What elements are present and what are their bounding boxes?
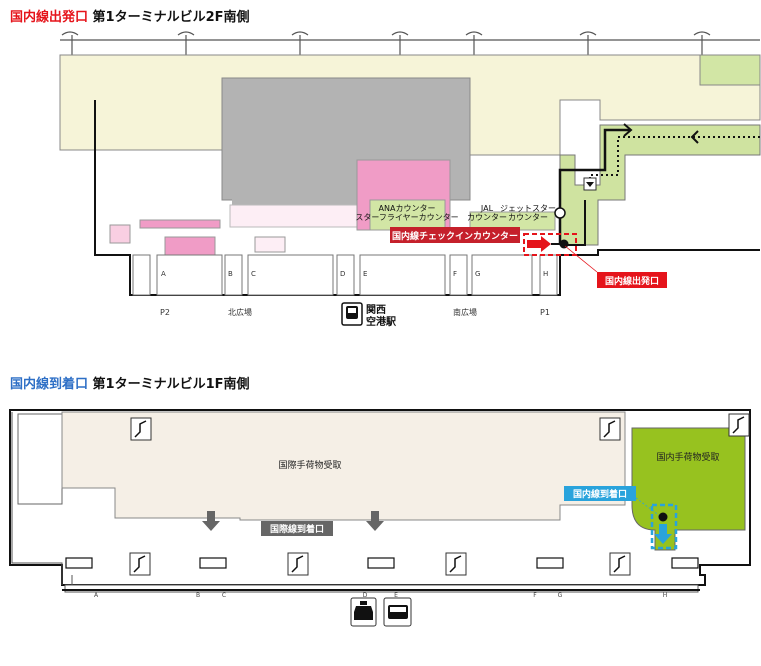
- intl-baggage-area: [61, 411, 626, 521]
- dom-arrival-highlight: [650, 503, 678, 550]
- jal-counter-sub: カウンター: [467, 213, 507, 222]
- intl-arrival-label: 国際線到着口: [270, 523, 324, 535]
- building-outline: [94, 100, 760, 296]
- door-label-e: E: [363, 270, 367, 278]
- station-label-1: 関西: [366, 304, 386, 316]
- place-south-plaza: 南広場: [453, 307, 477, 317]
- blue-arrow-icon: [654, 524, 672, 544]
- departure-title-highlight: 国内線出発口: [10, 10, 89, 25]
- place-p2: P2: [160, 308, 170, 317]
- departure-title-rest: 第1ターミナルビル2F南側: [92, 10, 250, 25]
- jetstar-counter-sub: カウンター: [508, 213, 548, 222]
- jetstar-counter-label: ジェットスター: [500, 204, 556, 213]
- intl-arrival-arrow-icon: [366, 511, 384, 531]
- intl-arrival-arrow-icon: [202, 511, 220, 531]
- departure-route-area: [559, 124, 761, 246]
- canopy-pillars: [60, 31, 760, 55]
- taxi-icon: [350, 597, 377, 627]
- departure-title: 国内線出発口 第1ターミナルビル2F南側: [10, 6, 250, 25]
- starflyer-counter-label: スターフライヤーカウンター: [355, 213, 458, 222]
- entrance-doors: [65, 557, 699, 569]
- arrow-route-dotted: [589, 136, 760, 188]
- bus-icon: [383, 597, 412, 627]
- intl-baggage-label: 国際手荷物受取: [278, 459, 341, 471]
- route-line: [558, 128, 630, 245]
- door-labels-top: A B C D E F G H: [161, 270, 548, 278]
- jal-counter-label: JAL: [480, 204, 494, 213]
- train-icon: [341, 302, 363, 326]
- door-label-h: H: [543, 270, 548, 278]
- door-label-b: B: [228, 270, 233, 278]
- station-label-2: 空港駅: [366, 315, 397, 328]
- gate-booths: [132, 254, 558, 296]
- door-label-c: C: [251, 270, 256, 278]
- dom-arrival-label: 国内線到着口: [573, 488, 627, 500]
- arrival-title: 国内線到着口 第1ターミナルビル1F南側: [10, 373, 250, 392]
- door-label-d: D: [340, 270, 345, 278]
- ana-counter-label: ANAカウンター: [379, 204, 436, 213]
- dom-baggage-label: 国内手荷物受取: [656, 451, 719, 463]
- red-arrow-icon: [527, 236, 551, 252]
- departure-floor-map: A B C D E F G H ANAカウンター スターフライヤーカウンター J…: [59, 31, 761, 328]
- escalator-icons: [129, 413, 750, 576]
- departure-gate-label: 国内線出発口: [605, 275, 659, 287]
- door-label-d-1f: D: [363, 592, 368, 599]
- arrival-title-highlight: 国内線到着口: [10, 377, 89, 392]
- place-north-plaza: 北広場: [228, 307, 252, 317]
- door-label-h-1f: H: [663, 592, 668, 599]
- arrival-title-rest: 第1ターミナルビル1F南側: [92, 377, 250, 392]
- departure-gate-highlight: [523, 233, 577, 256]
- arrival-floor-map: A B C D E F G H 国際手荷物受取 国内手荷物受取 国際線到着口: [9, 409, 751, 627]
- door-label-g: G: [475, 270, 480, 278]
- checkin-counter-label: 国内線チェックインカウンター: [392, 230, 518, 242]
- door-label-a-1f: A: [94, 592, 99, 599]
- door-label-a: A: [161, 270, 166, 278]
- door-label-e-1f: E: [394, 592, 398, 599]
- place-p1: P1: [540, 308, 550, 317]
- door-label-b-1f: B: [196, 592, 200, 599]
- door-label-c-1f: C: [222, 592, 226, 599]
- door-label-g-1f: G: [558, 592, 563, 599]
- door-label-f-1f: F: [533, 592, 537, 599]
- door-label-f: F: [453, 270, 457, 278]
